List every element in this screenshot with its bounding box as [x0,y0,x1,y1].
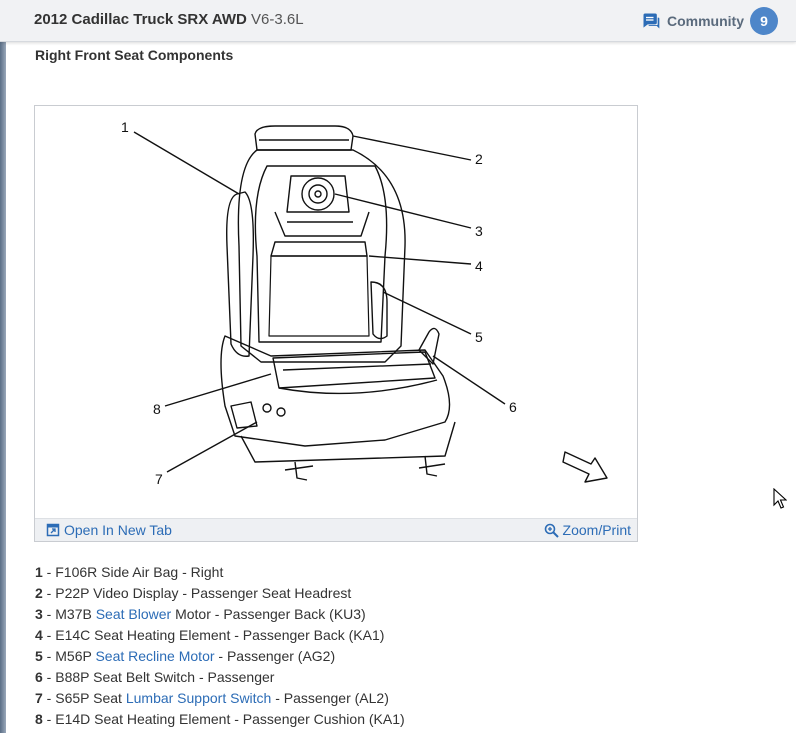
legend-separator: - [42,669,56,685]
callout-8: 8 [153,401,161,417]
seat-blower-link[interactable]: Seat Blower [95,606,172,622]
legend-text-suffix: Motor - Passenger Back (KU3) [171,606,366,622]
callout-3: 3 [475,223,483,239]
seat-recline-motor-link[interactable]: Seat Recline Motor [95,648,215,664]
callout-6: 6 [509,399,517,415]
legend-text: F106R Side Air Bag - Right [55,564,224,580]
legend-item: 5 - M56P Seat Recline Motor - Passenger … [35,646,775,667]
legend-number: 8 [35,711,43,727]
top-bar: 2012 Cadillac Truck SRX AWD V6-3.6L Comm… [0,0,796,42]
callout-2: 2 [475,151,483,167]
legend-separator: - [42,627,56,643]
figure-container: 1 2 3 4 5 6 7 8 Open In New Tab [34,105,638,542]
mouse-cursor-icon [773,488,787,509]
lumbar-support-switch-link[interactable]: Lumbar Support Switch [125,690,272,706]
legend-text: M56P [55,648,96,664]
legend-number: 6 [35,669,43,685]
seat-components-diagram[interactable]: 1 2 3 4 5 6 7 8 [35,106,637,518]
legend-item: 6 - B88P Seat Belt Switch - Passenger [35,667,775,688]
legend-text: S65P Seat [55,690,126,706]
callout-5: 5 [475,329,483,345]
legend-number: 3 [35,606,43,622]
legend-number: 1 [35,564,43,580]
legend-separator: - [42,564,56,580]
legend-separator: - [42,711,56,727]
zoom-print-link[interactable]: Zoom/Print [544,522,631,538]
section-title: Right Front Seat Components [35,47,234,63]
legend-text: M37B [55,606,96,622]
legend-item: 1 - F106R Side Air Bag - Right [35,562,775,583]
vehicle-engine: V6-3.6L [251,11,304,28]
callout-1: 1 [121,119,129,135]
chat-bubble-icon [643,13,660,29]
open-tab-icon [46,523,60,537]
legend-text-suffix: - Passenger (AL2) [271,690,389,706]
legend-text: E14C Seat Heating Element - Passenger Ba… [55,627,385,643]
open-in-new-tab-link[interactable]: Open In New Tab [46,522,172,538]
legend-item: 7 - S65P Seat Lumbar Support Switch - Pa… [35,688,775,709]
legend-item: 8 - E14D Seat Heating Element - Passenge… [35,709,775,730]
legend-item: 3 - M37B Seat Blower Motor - Passenger B… [35,604,775,625]
figure-footer: Open In New Tab Zoom/Print [35,518,637,541]
vehicle-name: 2012 Cadillac Truck SRX AWD [34,11,247,28]
community-label: Community [667,13,744,29]
callout-4: 4 [475,258,483,274]
legend-separator: - [42,648,56,664]
legend-text: B88P Seat Belt Switch - Passenger [55,669,275,685]
legend-number: 5 [35,648,43,664]
zoom-print-label: Zoom/Print [562,522,631,538]
legend-separator: - [42,690,56,706]
legend-text-suffix: - Passenger (AG2) [214,648,336,664]
community-count-badge: 9 [750,7,778,35]
legend-text: P22P Video Display - Passenger Seat Head… [55,585,352,601]
legend-item: 4 - E14C Seat Heating Element - Passenge… [35,625,775,646]
legend-number: 4 [35,627,43,643]
open-tab-label: Open In New Tab [64,522,172,538]
community-button[interactable]: Community 9 [641,7,778,35]
legend-number: 2 [35,585,43,601]
vehicle-title: 2012 Cadillac Truck SRX AWD V6-3.6L [34,11,304,28]
component-legend: 1 - F106R Side Air Bag - Right 2 - P22P … [35,562,775,730]
zoom-icon [544,523,559,538]
legend-text: E14D Seat Heating Element - Passenger Cu… [55,711,405,727]
legend-number: 7 [35,690,43,706]
legend-item: 2 - P22P Video Display - Passenger Seat … [35,583,775,604]
legend-separator: - [42,585,56,601]
window-edge [0,0,6,733]
legend-separator: - [42,606,56,622]
callout-7: 7 [155,471,163,487]
